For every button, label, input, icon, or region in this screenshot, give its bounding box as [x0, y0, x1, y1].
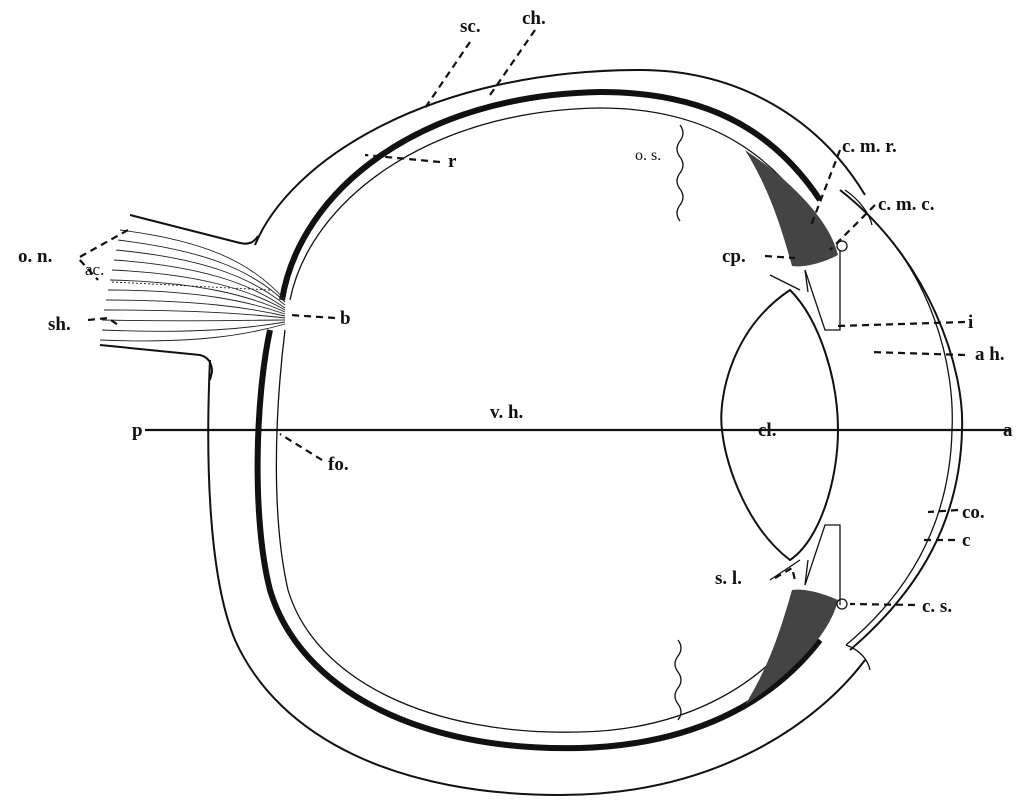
label-aqueous-humour: a h. [975, 344, 1005, 365]
label-vitreous-humour: v. h. [490, 402, 523, 423]
leader-sl [774, 566, 797, 581]
iris-upper [804, 250, 841, 331]
cornea-inner [845, 199, 953, 646]
label-optic-nerve: o. n. [18, 246, 52, 267]
label-anterior-pole: a [1003, 420, 1013, 441]
label-sclerotic: sc. [460, 16, 481, 37]
leader-r [364, 153, 441, 164]
cornea [839, 189, 964, 651]
leader-ch [489, 29, 536, 96]
label-fovea: fo. [328, 454, 349, 475]
leader-i [837, 320, 966, 328]
leader-sc [424, 41, 471, 109]
retina-layer [275, 107, 801, 733]
label-ciliary-muscle-circular: c. m. c. [878, 194, 934, 215]
label-ciliary-process: cp. [722, 246, 746, 267]
label-arteria-centralis: ac. [85, 260, 104, 279]
conjunctiva [844, 189, 873, 671]
ciliary-body-upper [745, 150, 838, 267]
label-cornea: c [962, 530, 970, 551]
leader-ah [869, 350, 966, 357]
label-blind-spot: b [340, 308, 351, 329]
ora-serrata-upper [676, 124, 684, 222]
label-suspensory-ligament: s. l. [715, 568, 742, 589]
leader-sh [87, 316, 119, 326]
leader-cmr [808, 149, 842, 229]
lens [720, 288, 840, 562]
label-ciliary-muscle-radial: c. m. r. [842, 136, 897, 157]
leader-b [289, 313, 336, 320]
label-ora-serrata-upper: o. s. [635, 147, 661, 164]
label-posterior-pole: p [132, 420, 143, 441]
ora-serrata-lower [674, 639, 682, 721]
optic-nerve-fibres [99, 229, 286, 342]
label-iris: i [968, 312, 973, 333]
leader-co [927, 508, 959, 514]
iris-lower [804, 524, 841, 605]
label-sheath: sh. [48, 314, 71, 335]
suspensory-ligament [769, 269, 809, 586]
label-canal-of-schlemm: c. s. [922, 596, 952, 617]
leader-cs [849, 602, 916, 607]
schlemm-canal-lower [836, 598, 848, 610]
leader-on [76, 229, 129, 281]
label-retina: r [448, 151, 457, 172]
label-choroid: ch. [522, 8, 546, 29]
ciliary-body-lower [745, 589, 838, 705]
sclera-outer-wall [207, 68, 866, 797]
label-crystalline-lens: cl. [758, 420, 776, 441]
schlemm-canal-upper [836, 240, 848, 252]
label-conjunctiva: co. [962, 502, 985, 523]
leader-cmc [829, 204, 876, 251]
leader-cp [764, 254, 796, 260]
optic-nerve-sheath [99, 214, 259, 381]
choroid-layer [254, 88, 823, 752]
leader-fo [279, 433, 323, 461]
